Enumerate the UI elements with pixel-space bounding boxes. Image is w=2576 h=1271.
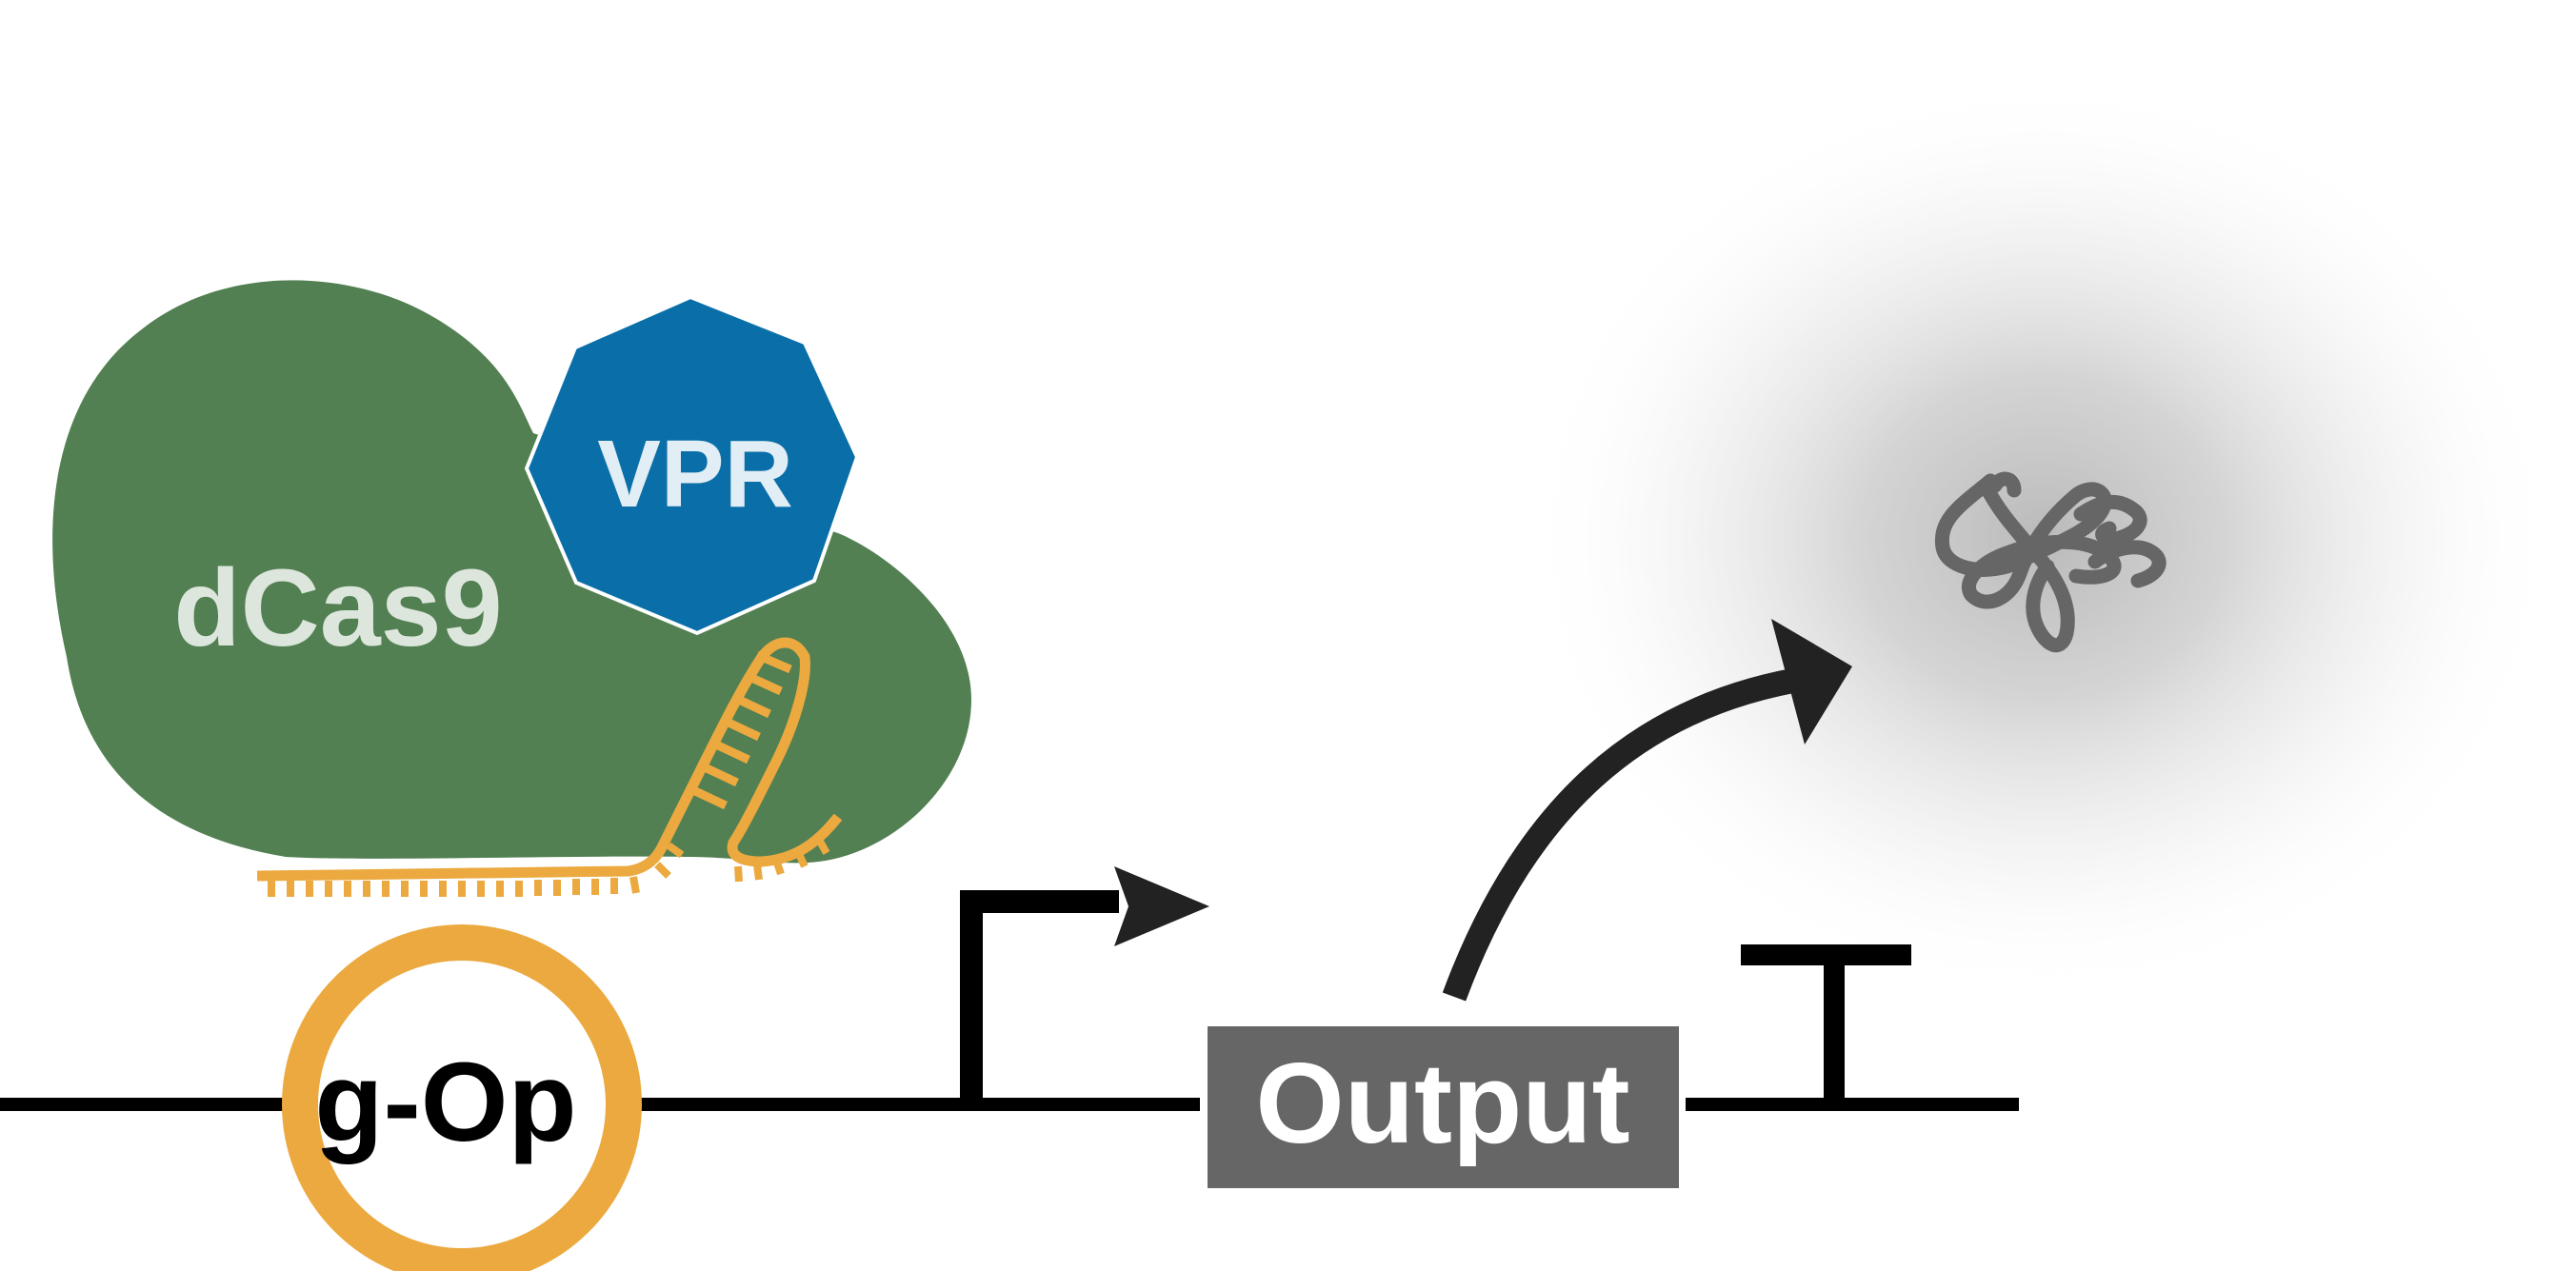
vpr-label: VPR — [597, 421, 793, 527]
curved-arrow-icon — [1442, 619, 1852, 1002]
promoter-arrow-icon — [960, 866, 1209, 1104]
protein-squiggle-icon — [1934, 471, 2167, 652]
terminator-icon — [1741, 944, 1911, 1104]
output-label: Output — [1255, 1040, 1629, 1167]
operator-ring — [282, 924, 642, 1271]
dcas9-label: dCas9 — [173, 547, 502, 669]
vpr-domain — [524, 294, 860, 636]
operator-label: g-Op — [314, 1040, 576, 1165]
guide-rna-icon — [256, 637, 843, 897]
dcas9-protein — [52, 280, 971, 864]
output-gene-box — [1208, 1026, 1679, 1188]
